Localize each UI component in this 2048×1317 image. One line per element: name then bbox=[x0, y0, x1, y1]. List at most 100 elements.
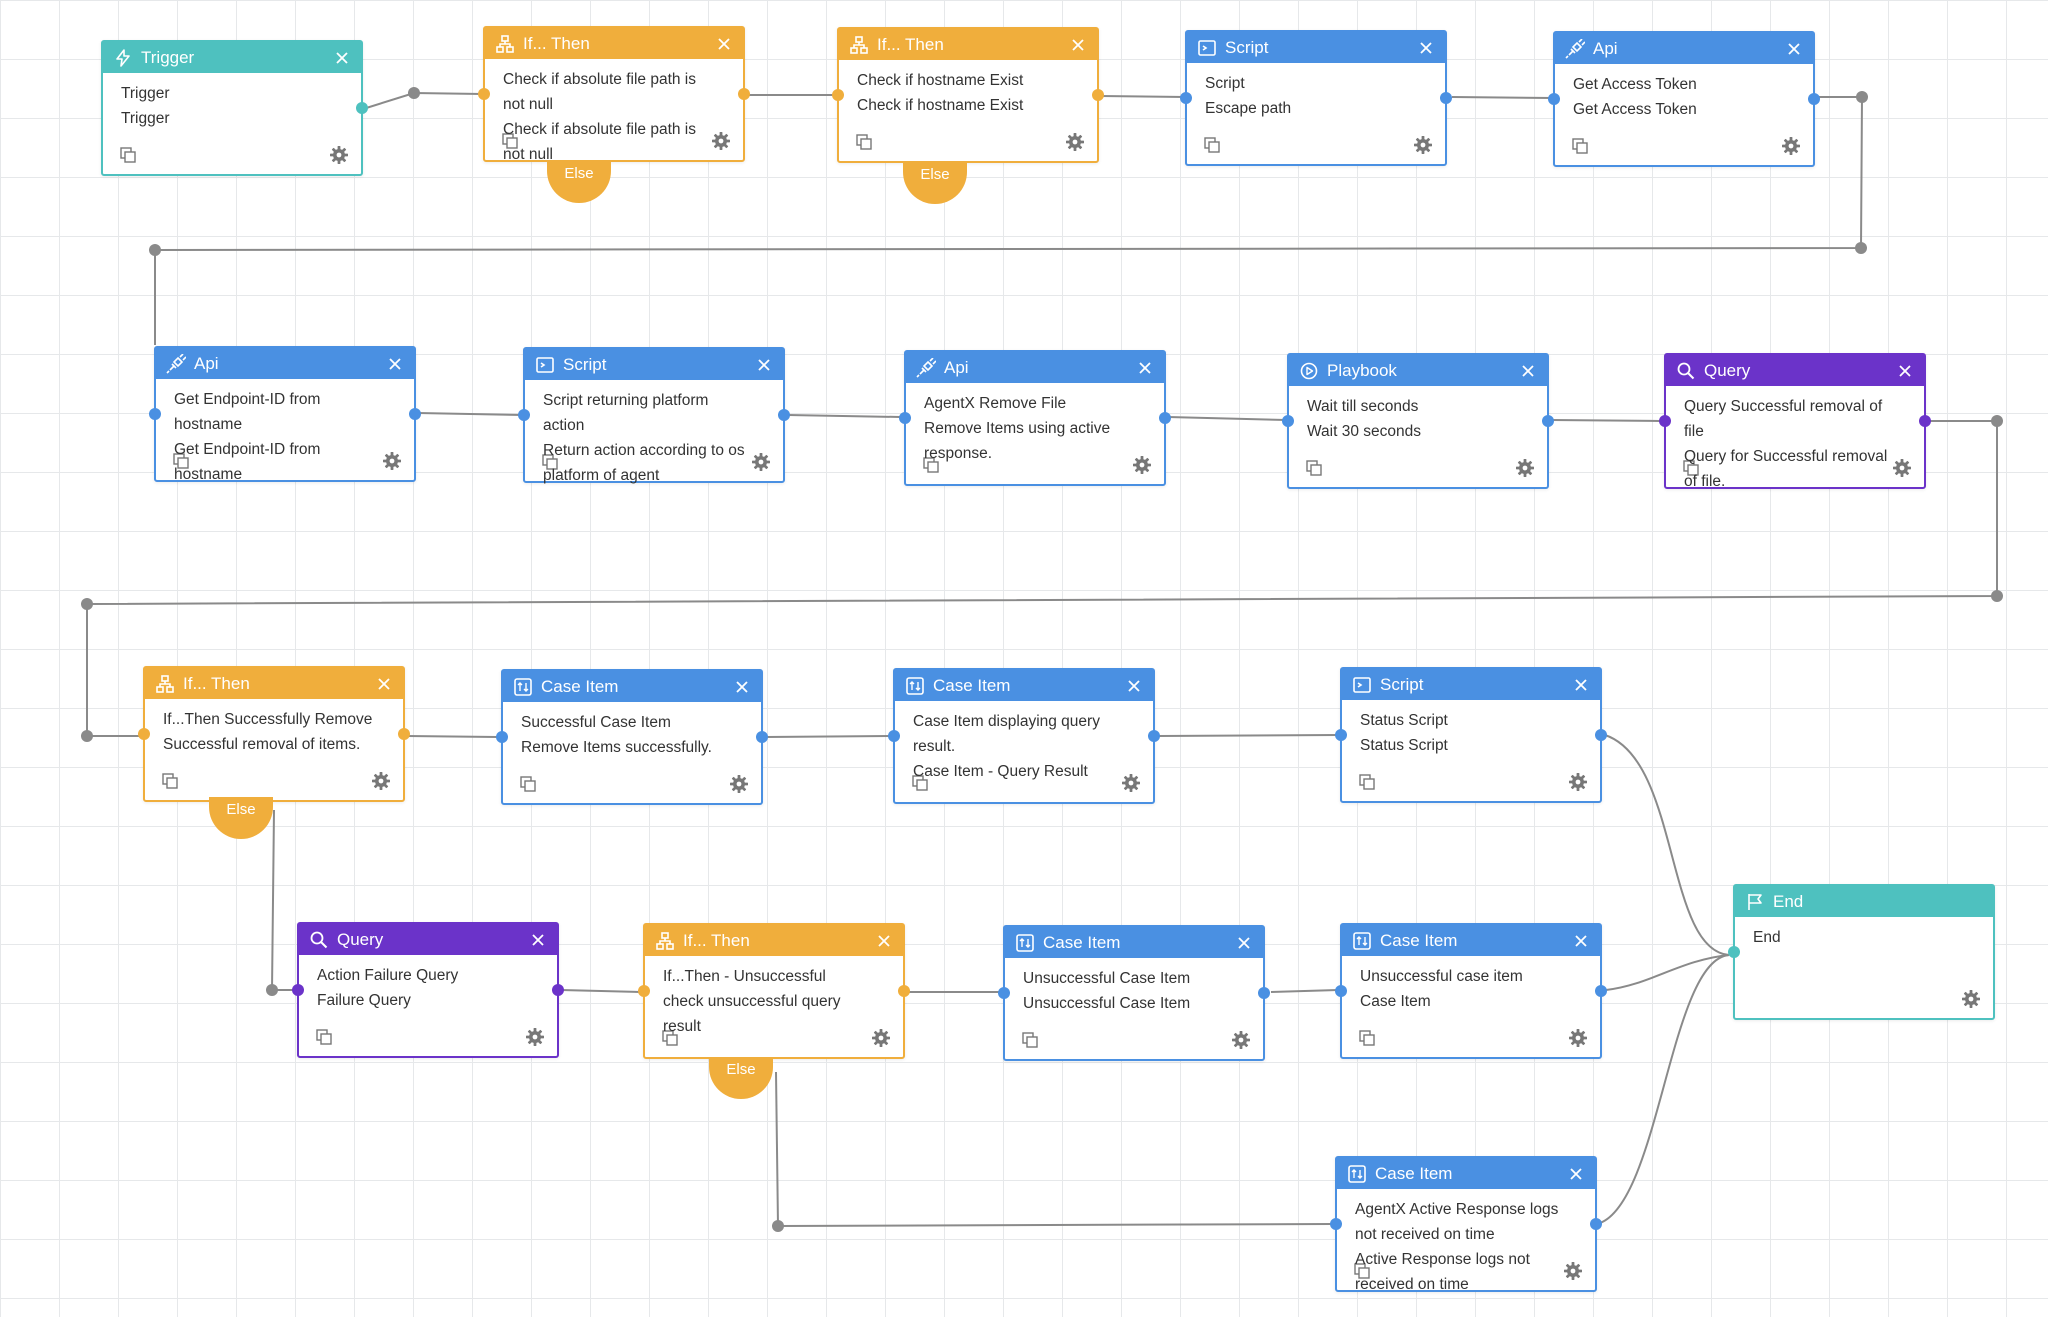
output-port[interactable] bbox=[1595, 985, 1607, 997]
node-header[interactable]: Query bbox=[299, 924, 557, 955]
node-header[interactable]: Script bbox=[1342, 669, 1600, 700]
output-port[interactable] bbox=[1148, 730, 1160, 742]
gear-icon[interactable] bbox=[1961, 989, 1981, 1009]
gear-icon[interactable] bbox=[525, 1027, 545, 1047]
close-icon[interactable] bbox=[386, 355, 404, 373]
close-icon[interactable] bbox=[1069, 36, 1087, 54]
input-port[interactable] bbox=[1335, 729, 1347, 741]
close-icon[interactable] bbox=[333, 49, 351, 67]
duplicate-icon[interactable] bbox=[519, 775, 537, 793]
gear-icon[interactable] bbox=[1781, 136, 1801, 156]
close-icon[interactable] bbox=[1785, 40, 1803, 58]
node-header[interactable]: Case Item bbox=[1337, 1158, 1595, 1189]
input-port[interactable] bbox=[638, 985, 650, 997]
duplicate-icon[interactable] bbox=[1353, 1262, 1371, 1280]
duplicate-icon[interactable] bbox=[1021, 1031, 1039, 1049]
duplicate-icon[interactable] bbox=[1571, 137, 1589, 155]
gear-icon[interactable] bbox=[1568, 772, 1588, 792]
duplicate-icon[interactable] bbox=[661, 1029, 679, 1047]
duplicate-icon[interactable] bbox=[855, 133, 873, 151]
node-header[interactable]: Trigger bbox=[103, 42, 361, 73]
close-icon[interactable] bbox=[715, 35, 733, 53]
output-port[interactable] bbox=[356, 102, 368, 114]
duplicate-icon[interactable] bbox=[501, 132, 519, 150]
input-port[interactable] bbox=[478, 88, 490, 100]
gear-icon[interactable] bbox=[1065, 132, 1085, 152]
output-port[interactable] bbox=[1440, 92, 1452, 104]
node-header[interactable]: Api bbox=[1555, 33, 1813, 64]
gear-icon[interactable] bbox=[1892, 458, 1912, 478]
gear-icon[interactable] bbox=[711, 131, 731, 151]
input-port[interactable] bbox=[138, 728, 150, 740]
node-header[interactable]: Case Item bbox=[503, 671, 761, 702]
gear-icon[interactable] bbox=[751, 452, 771, 472]
node-header[interactable]: Api bbox=[156, 348, 414, 379]
close-icon[interactable] bbox=[733, 678, 751, 696]
input-port[interactable] bbox=[1548, 93, 1560, 105]
node-header[interactable]: If... Then bbox=[145, 668, 403, 699]
gear-icon[interactable] bbox=[1413, 135, 1433, 155]
duplicate-icon[interactable] bbox=[922, 456, 940, 474]
close-icon[interactable] bbox=[529, 931, 547, 949]
output-port[interactable] bbox=[1919, 415, 1931, 427]
close-icon[interactable] bbox=[1136, 359, 1154, 377]
close-icon[interactable] bbox=[1572, 932, 1590, 950]
duplicate-icon[interactable] bbox=[161, 772, 179, 790]
node-header[interactable]: Script bbox=[1187, 32, 1445, 63]
input-port[interactable] bbox=[1282, 415, 1294, 427]
close-icon[interactable] bbox=[375, 675, 393, 693]
output-port[interactable] bbox=[1542, 415, 1554, 427]
duplicate-icon[interactable] bbox=[119, 146, 137, 164]
input-port[interactable] bbox=[832, 89, 844, 101]
output-port[interactable] bbox=[1595, 729, 1607, 741]
duplicate-icon[interactable] bbox=[172, 452, 190, 470]
node-header[interactable]: Case Item bbox=[1342, 925, 1600, 956]
duplicate-icon[interactable] bbox=[911, 774, 929, 792]
duplicate-icon[interactable] bbox=[1305, 459, 1323, 477]
input-port[interactable] bbox=[1180, 92, 1192, 104]
node-header[interactable]: Case Item bbox=[895, 670, 1153, 701]
output-port[interactable] bbox=[898, 985, 910, 997]
output-port[interactable] bbox=[1590, 1218, 1602, 1230]
close-icon[interactable] bbox=[1572, 676, 1590, 694]
gear-icon[interactable] bbox=[1515, 458, 1535, 478]
duplicate-icon[interactable] bbox=[1682, 459, 1700, 477]
input-port[interactable] bbox=[292, 984, 304, 996]
output-port[interactable] bbox=[398, 728, 410, 740]
gear-icon[interactable] bbox=[371, 771, 391, 791]
gear-icon[interactable] bbox=[871, 1028, 891, 1048]
close-icon[interactable] bbox=[1519, 362, 1537, 380]
gear-icon[interactable] bbox=[1568, 1028, 1588, 1048]
input-port[interactable] bbox=[1330, 1218, 1342, 1230]
close-icon[interactable] bbox=[1896, 362, 1914, 380]
duplicate-icon[interactable] bbox=[1358, 1029, 1376, 1047]
close-icon[interactable] bbox=[1235, 934, 1253, 952]
node-header[interactable]: If... Then bbox=[645, 925, 903, 956]
close-icon[interactable] bbox=[875, 932, 893, 950]
duplicate-icon[interactable] bbox=[541, 453, 559, 471]
gear-icon[interactable] bbox=[1231, 1030, 1251, 1050]
output-port[interactable] bbox=[778, 409, 790, 421]
output-port[interactable] bbox=[1092, 89, 1104, 101]
input-port[interactable] bbox=[998, 987, 1010, 999]
output-port[interactable] bbox=[756, 731, 768, 743]
close-icon[interactable] bbox=[1125, 677, 1143, 695]
node-header[interactable]: End bbox=[1735, 886, 1993, 917]
